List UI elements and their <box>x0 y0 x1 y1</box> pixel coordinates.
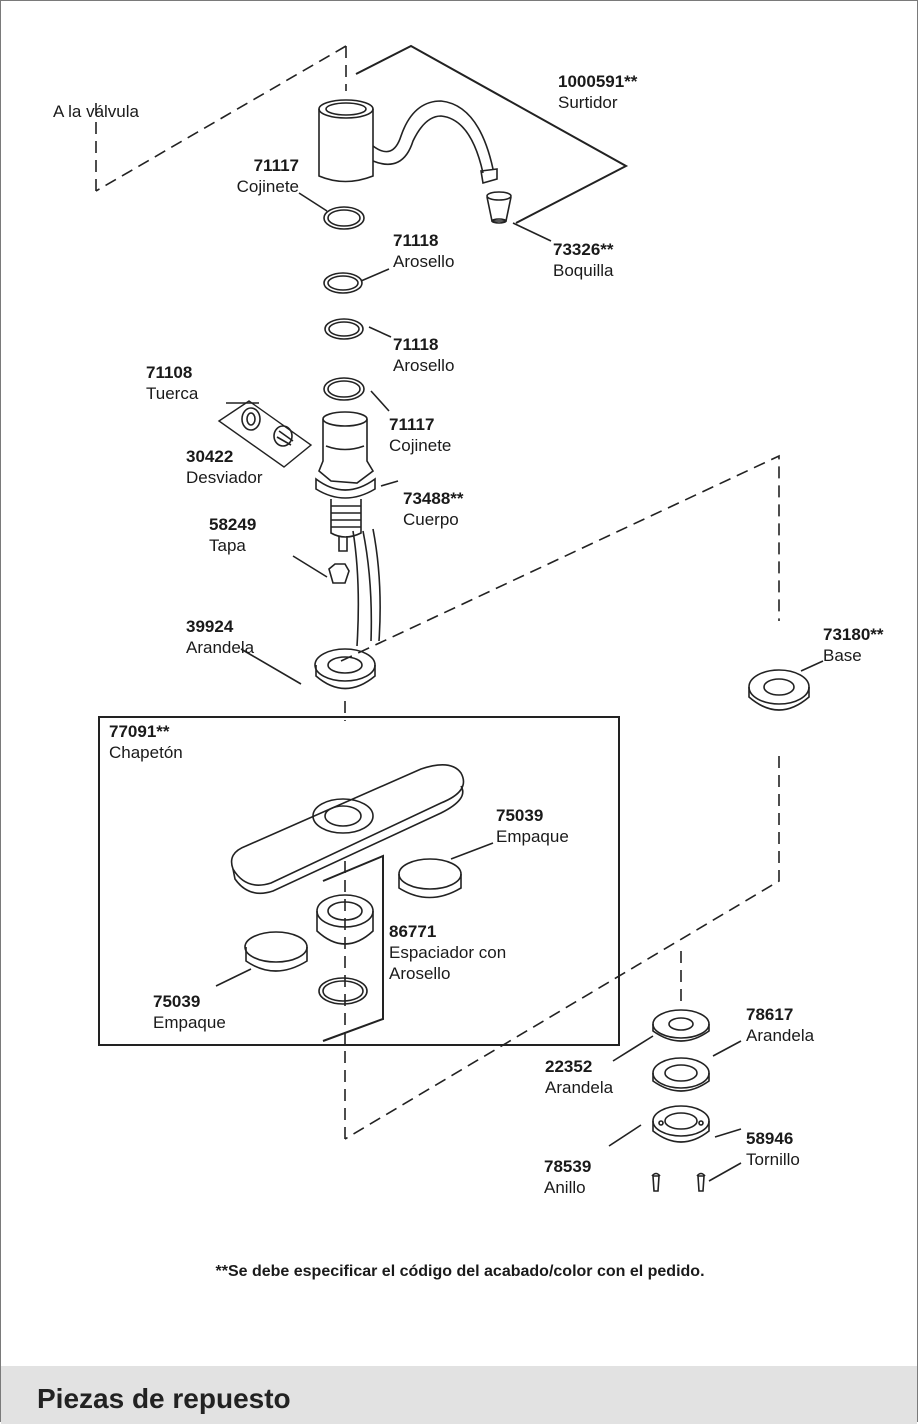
part-name: Empaque <box>496 827 569 846</box>
part-name: Arandela <box>545 1078 614 1097</box>
part-number: 22352 <box>545 1057 593 1076</box>
valve-label: A la válvula <box>53 102 139 121</box>
part-number: 58249 <box>209 515 257 534</box>
part-name: Cojinete <box>236 177 299 196</box>
part-escutcheon-label: 77091** Chapetón <box>109 721 183 763</box>
part-number: 75039 <box>496 806 544 825</box>
part-number: 71108 <box>146 363 193 382</box>
part-number: 73488** <box>403 489 464 508</box>
part-name: Arosello <box>389 964 451 983</box>
screw-right-shape <box>696 1162 742 1192</box>
part-name: Tapa <box>209 536 246 555</box>
finish-color-footnote: **Se debe especificar el código del acab… <box>215 1263 705 1280</box>
part-name: Espaciador con <box>389 943 507 962</box>
part-name: Arandela <box>186 638 255 657</box>
part-number: 1000591** <box>558 72 638 91</box>
part-name: Surtidor <box>558 93 618 112</box>
part-number: 71118 <box>393 335 439 354</box>
part-number: 86771 <box>389 922 437 941</box>
aerator-shape <box>486 191 512 224</box>
exploded-parts-diagram <box>95 44 824 1192</box>
diverter-shape <box>273 425 294 447</box>
cap-shape <box>328 563 350 584</box>
bearing-2-shape <box>323 377 365 401</box>
ring-78539-shape <box>608 1105 742 1147</box>
part-number: 78539 <box>544 1157 592 1176</box>
part-number: 71117 <box>253 156 299 175</box>
spacer-bracket <box>322 854 384 1042</box>
valve-reference-lines <box>95 45 347 192</box>
gasket-75039-right-shape <box>398 842 494 899</box>
part-name: Base <box>823 646 862 665</box>
part-name: Chapetón <box>109 743 183 762</box>
base-73180-shape <box>748 660 824 711</box>
part-number: 73326** <box>553 240 614 259</box>
part-name: Boquilla <box>553 261 614 280</box>
part-name: Tuerca <box>146 384 199 403</box>
part-name: Tornillo <box>746 1150 800 1169</box>
part-spout-label: 1000591** Surtidor <box>558 71 637 113</box>
nut-diverter-bracket <box>217 400 313 468</box>
part-name: Anillo <box>544 1178 586 1197</box>
part-number: 75039 <box>153 992 201 1011</box>
part-name: Arosello <box>393 252 455 271</box>
part-name: Desviador <box>186 468 263 487</box>
nut-shape <box>241 407 261 431</box>
spout-bracket <box>355 44 629 224</box>
part-aerator-label: 73326** Boquilla <box>553 239 614 281</box>
section-title: Piezas de repuesto <box>37 1383 291 1414</box>
part-number: 78617 <box>746 1005 794 1024</box>
part-body-label: 73488** Cuerpo <box>403 488 464 530</box>
washer-78617-shape <box>652 1040 742 1092</box>
washer-22352-shape <box>612 1009 710 1062</box>
part-number: 30422 <box>186 447 234 466</box>
section-header-bar <box>1 1366 917 1424</box>
oring-1-shape <box>323 272 363 294</box>
spacer-oring-shape <box>318 977 368 1005</box>
escutcheon-frame <box>98 716 620 1046</box>
washer-39924-shape <box>314 648 376 690</box>
part-number: 77091** <box>109 722 170 741</box>
screw-left-shape <box>651 1172 661 1192</box>
part-name: Arandela <box>746 1026 815 1045</box>
part-name: Arosello <box>393 356 455 375</box>
part-number: 73180** <box>823 625 884 644</box>
part-number: 39924 <box>186 617 234 636</box>
part-name: Cojinete <box>389 436 452 455</box>
oring-2-shape <box>324 318 364 340</box>
spout-shape <box>318 99 498 185</box>
part-number: 58946 <box>746 1129 794 1148</box>
part-number: 71117 <box>389 415 435 434</box>
base-outline-dashed <box>340 454 780 1140</box>
part-number: 71118 <box>393 231 439 250</box>
escutcheon-plate-shape <box>230 764 465 895</box>
part-name: Empaque <box>153 1013 226 1032</box>
gasket-75039-left-shape <box>215 931 308 987</box>
body-shape <box>315 411 381 647</box>
part-base-label: 73180** Base <box>823 624 884 666</box>
bearing-1-shape <box>323 206 365 230</box>
spacer-shape <box>316 894 374 945</box>
part-name: Cuerpo <box>403 510 459 529</box>
